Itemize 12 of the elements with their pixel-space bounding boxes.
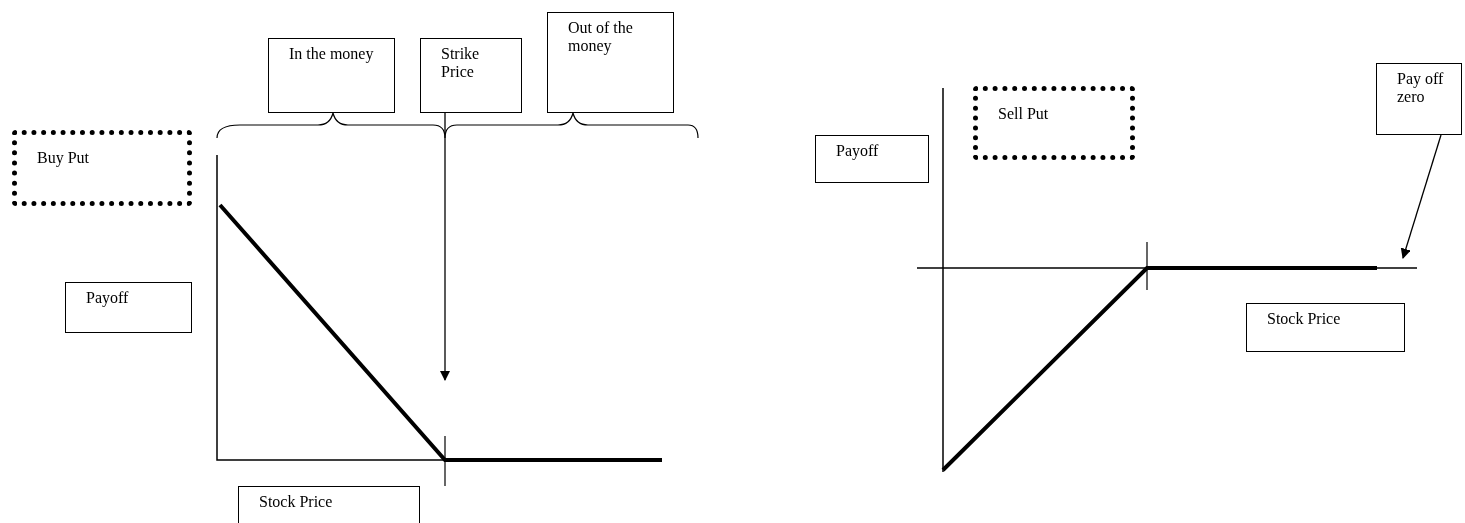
- axis-label-box: Payoff: [815, 135, 929, 183]
- label-box: In the money: [268, 38, 395, 113]
- title-box: Sell Put: [973, 86, 1135, 160]
- axis-label-box: Stock Price: [238, 486, 420, 523]
- axis-label-box: Stock Price: [1246, 303, 1405, 352]
- arrow: [439, 112, 451, 382]
- title-box: Buy Put: [12, 130, 192, 206]
- label-box: Strike Price: [420, 38, 522, 113]
- label-box: Pay off zero: [1376, 63, 1462, 135]
- arrow: [1400, 134, 1442, 259]
- label-box: Out of the money: [547, 12, 674, 113]
- axis-label-box: Payoff: [65, 282, 192, 333]
